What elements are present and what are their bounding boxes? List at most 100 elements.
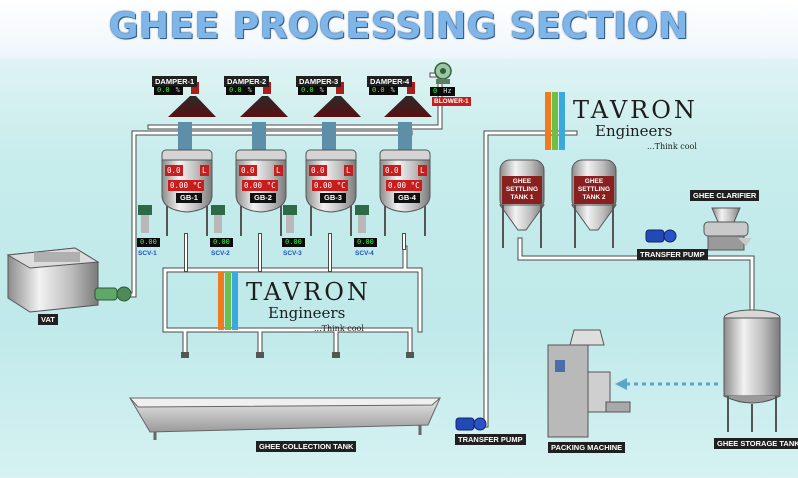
scv-label: SCV-3 (283, 250, 302, 257)
steam-valve[interactable] (283, 205, 297, 233)
boiler-temp-unit: °C (266, 181, 276, 190)
damper-unit: % (390, 86, 395, 94)
logo-subtitle: Engineers (268, 304, 346, 322)
vat-pump[interactable] (94, 286, 132, 302)
boiler-level-value: 0.0 (167, 166, 181, 175)
boiler-level-unit: L (200, 165, 209, 176)
boiler-level-readout: 0.0 (165, 165, 183, 176)
scv-label: SCV-4 (355, 250, 374, 257)
boiler-temp-readout: 0.00 °C (312, 180, 348, 191)
boiler-label: GB-3 (320, 193, 346, 203)
boiler-temp-value: 0.00 (170, 181, 189, 190)
boiler-level-value: 0.0 (241, 166, 255, 175)
tavron-logo: TAVRON Engineers ...Think cool (218, 272, 378, 336)
damper-value: 0.0 (372, 86, 385, 94)
packing-machine-label: PACKING MACHINE (548, 442, 626, 453)
boiler-temp-unit: °C (192, 181, 202, 190)
damper-label: DAMPER-1 (152, 76, 198, 87)
boiler-temp-value: 0.00 (388, 181, 407, 190)
boiler-temp-unit: °C (410, 181, 420, 190)
boiler-vessel[interactable] (235, 122, 287, 236)
collection-tank-vessel[interactable] (128, 397, 442, 440)
logo-wordmark: TAVRON (573, 96, 698, 124)
boiler-label: GB-2 (250, 193, 276, 203)
logo-bar-blue (232, 272, 238, 330)
scv-readout[interactable]: 0.00 (210, 238, 233, 247)
boiler-vessel[interactable] (161, 122, 213, 236)
damper-hood (240, 82, 288, 117)
blower-unit: Hz (443, 87, 452, 95)
damper-hoods (168, 82, 432, 117)
settling-tank-vessel[interactable] (571, 159, 617, 248)
storage-tank-vessel[interactable] (723, 309, 781, 432)
damper-readout[interactable]: 0.0% (226, 86, 255, 95)
blower-value: 0 (433, 87, 438, 95)
vat[interactable] (6, 247, 100, 313)
boiler-level-value: 0.0 (311, 166, 325, 175)
damper-readout[interactable]: 0.0% (369, 86, 398, 95)
logo-tagline: ...Think cool (647, 142, 697, 151)
steam-valve[interactable] (355, 205, 369, 233)
settling-tank-vessel[interactable] (499, 159, 545, 248)
damper-hood (384, 82, 432, 117)
logo-bar-blue (559, 92, 565, 150)
damper-label: DAMPER-2 (224, 76, 270, 87)
steam-control-valves (138, 205, 369, 233)
damper-label: DAMPER-4 (367, 76, 413, 87)
steam-valve[interactable] (138, 205, 152, 233)
logo-subtitle: Engineers (595, 122, 673, 140)
boiler-label: GB-4 (394, 193, 420, 203)
boiler-vessel[interactable] (305, 122, 357, 236)
boiler-level-unit: L (418, 165, 427, 176)
storage-tank-label: GHEE STORAGE TANK (714, 438, 798, 449)
transfer-pump-top[interactable] (645, 229, 677, 243)
blower-label: BLOWER-1 (432, 97, 471, 106)
boiler-level-value: 0.0 (385, 166, 399, 175)
boiler-temp-unit: °C (336, 181, 346, 190)
scv-label: SCV-2 (211, 250, 230, 257)
scv-readout[interactable]: 0.00 (137, 238, 160, 247)
damper-unit: % (247, 86, 252, 94)
boiler-temp-readout: 0.00 °C (168, 180, 204, 191)
packing-machine-unit[interactable] (547, 329, 631, 438)
boiler-temp-readout: 0.00 °C (242, 180, 278, 191)
damper-hood (313, 82, 361, 117)
damper-label: DAMPER-3 (296, 76, 342, 87)
boiler-level-readout: 0.0 (383, 165, 401, 176)
scv-readout[interactable]: 0.00 (354, 238, 377, 247)
title-band (0, 0, 798, 58)
clarifier-label: GHEE CLARIFIER (690, 190, 760, 201)
boiler-level-readout: 0.0 (309, 165, 327, 176)
tavron-logo: TAVRON Engineers ...Think cool (545, 92, 705, 156)
boiler-temp-value: 0.00 (244, 181, 263, 190)
scv-readout[interactable]: 0.00 (282, 238, 305, 247)
logo-tagline: ...Think cool (314, 324, 364, 333)
boiler-level-unit: L (274, 165, 283, 176)
transfer-pump-bottom[interactable] (455, 417, 487, 431)
clarifier[interactable] (703, 207, 752, 251)
logo-bar-orange (545, 92, 551, 150)
blower-readout[interactable]: 0 Hz (430, 87, 455, 96)
logo-wordmark: TAVRON (246, 278, 371, 306)
collection-tank-label: GHEE COLLECTION TANK (256, 441, 357, 452)
damper-value: 0.0 (157, 86, 170, 94)
damper-value: 0.0 (229, 86, 242, 94)
boiler-label: GB-1 (176, 193, 202, 203)
blower-fan[interactable] (434, 62, 452, 84)
logo-bar-green (225, 272, 231, 330)
page-title: GHEE PROCESSING SECTION (108, 6, 690, 47)
boiler-temp-readout: 0.00 °C (386, 180, 422, 191)
damper-readout[interactable]: 0.0% (298, 86, 327, 95)
transfer-pump-label: TRANSFER PUMP (637, 249, 708, 260)
scv-label: SCV-1 (138, 250, 157, 257)
boiler-level-readout: 0.0 (239, 165, 257, 176)
boiler-vessel[interactable] (379, 122, 431, 236)
steam-valve[interactable] (211, 205, 225, 233)
damper-readout[interactable]: 0.0% (154, 86, 183, 95)
vat-label: VAT (38, 314, 58, 325)
damper-hood (168, 82, 216, 117)
transfer-pump-label: TRANSFER PUMP (455, 434, 526, 445)
flow-arrow (615, 378, 718, 390)
